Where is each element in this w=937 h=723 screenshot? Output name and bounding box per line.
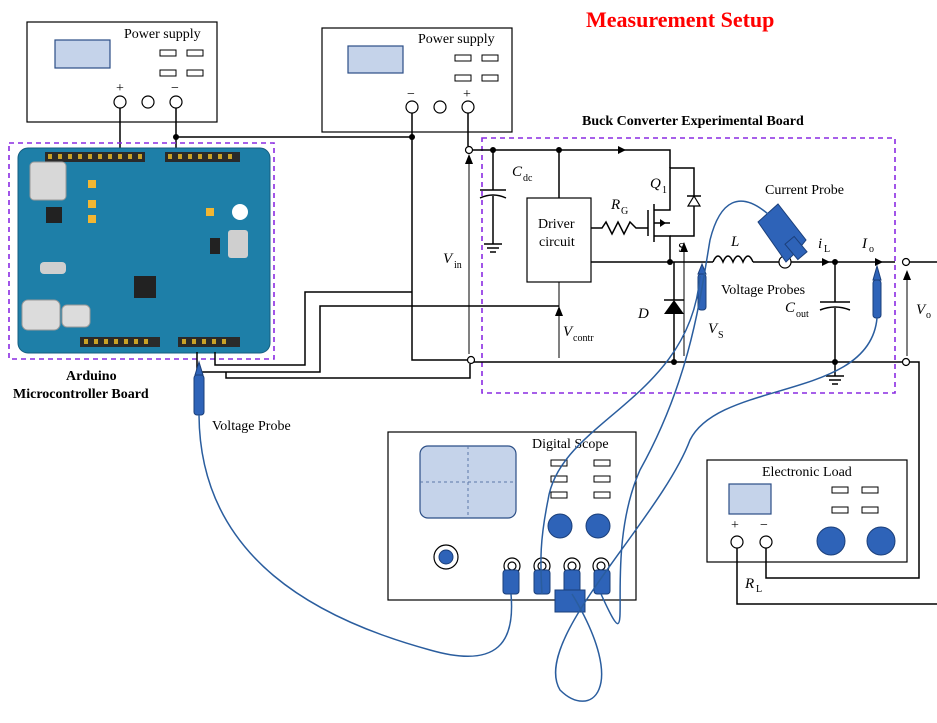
power-supply-1-label: Power supply bbox=[124, 27, 201, 42]
buck-board-dashed-border bbox=[481, 137, 896, 394]
svg-text:C: C bbox=[785, 300, 796, 316]
voltage-probe-arduino bbox=[193, 360, 205, 416]
load-wires bbox=[736, 361, 937, 605]
circuit-labels: C dc Q 1 R G S L D i L I o V contr V S C… bbox=[512, 164, 931, 344]
driver-circuit-box bbox=[526, 197, 592, 283]
svg-text:V: V bbox=[443, 251, 454, 267]
voltage-probe-label: Voltage Probe bbox=[212, 419, 291, 434]
driver-line2: circuit bbox=[539, 235, 575, 250]
buck-board-label: Buck Converter Experimental Board bbox=[582, 114, 804, 129]
svg-text:C: C bbox=[512, 164, 523, 180]
vin-indicator: V in bbox=[443, 154, 473, 354]
electronic-load-plus-terminal bbox=[730, 535, 744, 549]
scope-knob-2 bbox=[585, 513, 611, 539]
svg-text:S: S bbox=[718, 330, 724, 341]
voltage-probes-label: Voltage Probes bbox=[721, 283, 805, 298]
svg-text:Q: Q bbox=[650, 176, 661, 192]
svg-text:o: o bbox=[926, 310, 931, 321]
power-supply-1-plus-terminal bbox=[113, 95, 127, 109]
svg-text:1: 1 bbox=[662, 185, 667, 196]
digital-scope-label: Digital Scope bbox=[532, 437, 609, 452]
scope-knob-1 bbox=[547, 513, 573, 539]
current-probe-label: Current Probe bbox=[765, 183, 844, 198]
svg-text:G: G bbox=[621, 206, 628, 217]
electronic-load: Electronic Load + − bbox=[706, 459, 908, 563]
arduino-control-wires bbox=[196, 291, 559, 379]
voltage-probe-vo bbox=[872, 264, 882, 319]
arduino-board bbox=[8, 142, 275, 360]
arduino-label-line1: Arduino bbox=[66, 369, 117, 384]
svg-text:R: R bbox=[610, 197, 620, 213]
buck-circuit: Driver circuit bbox=[472, 146, 937, 385]
svg-text:S: S bbox=[678, 241, 686, 256]
svg-text:o: o bbox=[869, 244, 874, 255]
power-supply-2-label: Power supply bbox=[418, 32, 495, 47]
power-supply-1-minus-terminal bbox=[169, 95, 183, 109]
current-probe bbox=[757, 203, 808, 263]
supply-wires bbox=[119, 108, 476, 365]
power-supply-1-plus: + bbox=[116, 81, 124, 96]
svg-text:in: in bbox=[454, 260, 462, 271]
power-supply-2-minus-terminal bbox=[405, 100, 419, 114]
svg-text:out: out bbox=[796, 309, 809, 320]
svg-text:contr: contr bbox=[573, 333, 594, 344]
svg-text:L: L bbox=[824, 244, 830, 255]
svg-text:D: D bbox=[637, 306, 649, 322]
power-supply-1-minus: − bbox=[171, 81, 179, 96]
svg-text:V: V bbox=[563, 324, 574, 340]
svg-text:dc: dc bbox=[523, 173, 533, 184]
svg-text:V: V bbox=[708, 321, 719, 337]
power-supply-2: Power supply − + bbox=[321, 27, 513, 133]
electronic-load-minus-terminal bbox=[759, 535, 773, 549]
svg-text:V: V bbox=[916, 302, 927, 318]
svg-text:L: L bbox=[756, 584, 762, 595]
probe-cables bbox=[198, 200, 878, 702]
electronic-load-label: Electronic Load bbox=[762, 465, 852, 480]
digital-scope: Digital Scope bbox=[387, 431, 637, 613]
rl-label: R bbox=[744, 576, 754, 592]
electronic-load-plus: + bbox=[731, 518, 739, 533]
electronic-load-minus: − bbox=[760, 518, 768, 533]
svg-text:L: L bbox=[730, 234, 739, 250]
arduino-label-line2: Microcontroller Board bbox=[13, 387, 149, 402]
power-supply-2-plus-terminal bbox=[461, 100, 475, 114]
svg-text:i: i bbox=[818, 236, 822, 252]
electronic-load-display bbox=[728, 483, 772, 515]
arduino-dashed-border bbox=[8, 142, 275, 360]
svg-text:I: I bbox=[861, 236, 868, 252]
power-supply-2-minus: − bbox=[407, 87, 415, 102]
power-supply-2-display bbox=[347, 45, 404, 74]
power-supply-1-display bbox=[54, 39, 111, 69]
power-supply-1: Power supply + − bbox=[26, 21, 218, 123]
driver-line1: Driver bbox=[538, 217, 575, 232]
diagram-title: Measurement Setup bbox=[586, 7, 774, 32]
arduino-pcb bbox=[17, 147, 271, 354]
power-supply-2-plus: + bbox=[463, 87, 471, 102]
